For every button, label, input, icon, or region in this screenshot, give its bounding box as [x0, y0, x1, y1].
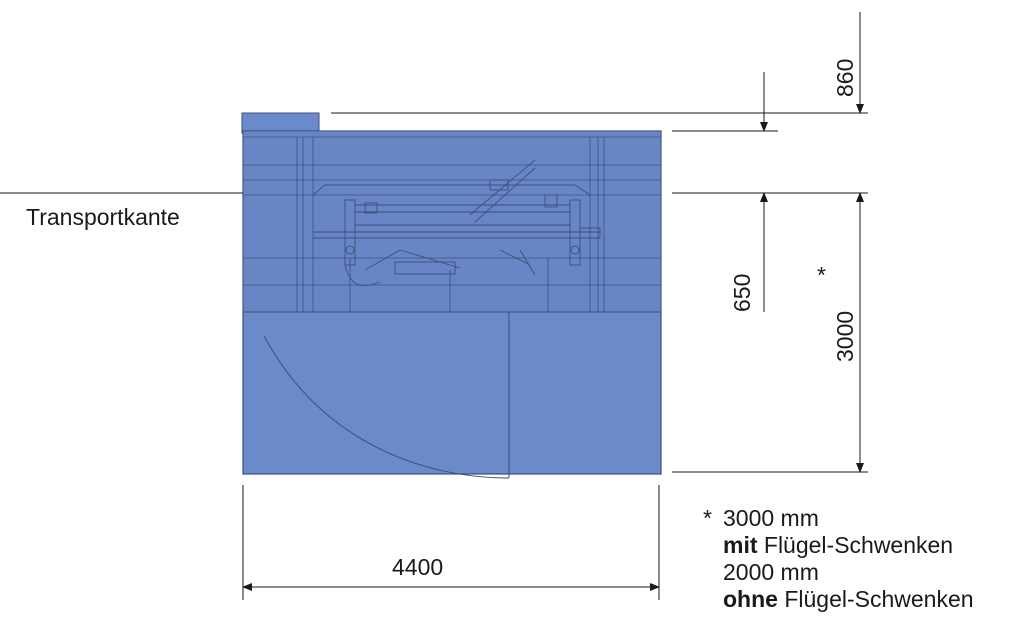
- dimension-650: 650: [729, 72, 768, 312]
- dimension-860: 860: [832, 12, 864, 114]
- dimension-4400-label: 4400: [392, 554, 443, 580]
- footnote-without-keyword: ohne: [723, 586, 778, 612]
- footnote-value-with: 3000 mm: [723, 505, 819, 531]
- footnote-value-without: 2000 mm: [723, 559, 819, 585]
- footnote-marker: *: [703, 505, 712, 531]
- dimension-4400: 4400: [242, 554, 660, 591]
- wing-swing-arc: [263, 335, 510, 479]
- hopper-tab: [241, 112, 320, 134]
- footnote: * 3000 mm mit Flügel-Schwenken 2000 mm oh…: [703, 505, 974, 613]
- footnote-line-4: ohne Flügel-Schwenken: [703, 586, 974, 613]
- dimension-3000: 3000 *: [817, 192, 864, 473]
- footnote-line-2: mit Flügel-Schwenken: [703, 532, 974, 559]
- dimension-650-label: 650: [729, 274, 755, 312]
- dimension-860-label: 860: [832, 59, 858, 97]
- footnote-line-3: 2000 mm: [703, 559, 974, 586]
- drive-mechanism: [312, 159, 601, 286]
- footnote-line-1: * 3000 mm: [703, 505, 974, 532]
- machine-body: [241, 112, 662, 479]
- footnote-with-text: Flügel-Schwenken: [757, 532, 954, 558]
- footnote-with-keyword: mit: [723, 532, 758, 558]
- dimension-3000-label: 3000: [832, 311, 858, 362]
- dimension-3000-asterisk: *: [817, 262, 826, 288]
- footnote-without-text: Flügel-Schwenken: [777, 586, 974, 612]
- transport-edge-label: Transportkante: [26, 204, 180, 230]
